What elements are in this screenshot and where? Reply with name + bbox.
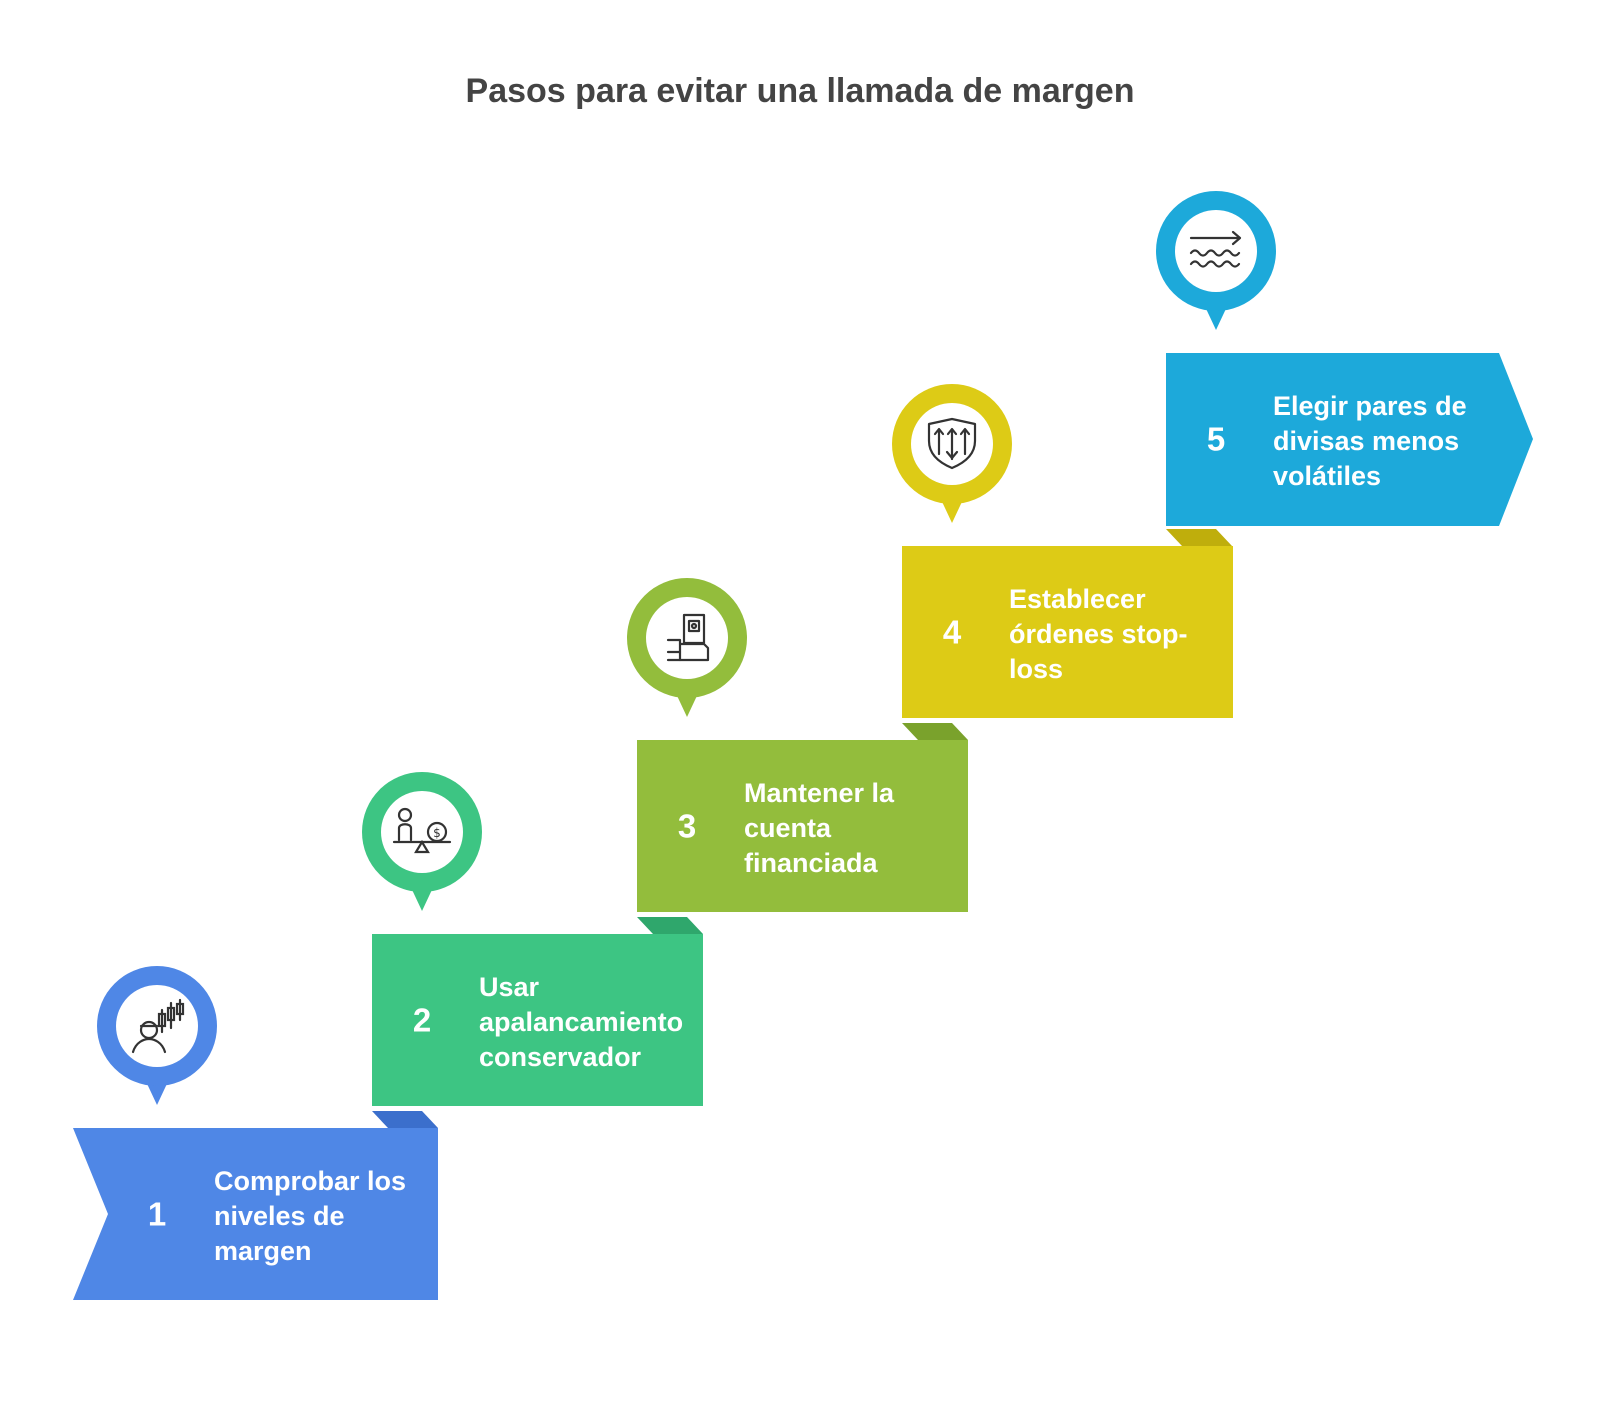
step-4-number: 4 [943,614,962,651]
step-5-marker [1156,191,1276,330]
step-3-block [637,740,968,912]
step-5: 5 Elegir pares de divisas menos volátile… [1156,191,1533,526]
step-3-pin-inner [646,597,728,679]
step-1-marker [97,966,217,1105]
connector-4-5 [1166,529,1232,546]
step-5-label: Elegir pares de divisas menos volátiles [1273,391,1474,491]
step-3-marker [627,578,747,717]
step-3-number: 3 [678,808,696,845]
step-5-block [1166,353,1533,526]
balance-scale-icon: $ [392,807,452,854]
step-2: 2 Usar apalancamiento conservador $ [362,772,703,1106]
connector-3-4 [902,723,968,740]
connector-2-3 [637,917,703,934]
step-1-label: Comprobar los niveles de margen [214,1166,414,1266]
step-2-label: Usar apalancamiento conservador [479,972,691,1072]
connector-1-2 [372,1111,438,1128]
trader-chart-icon [131,998,185,1054]
step-4: 4 Establecer órdenes stop- loss [892,384,1233,718]
shield-arrows-icon [927,417,977,470]
step-4-label: Establecer órdenes stop- loss [1009,584,1195,684]
waves-arrow-icon [1189,230,1242,268]
svg-text:$: $ [433,826,441,840]
step-5-number: 5 [1207,421,1225,458]
step-4-marker [892,384,1012,523]
step-2-pin-inner [381,791,463,873]
diagram-title: Pasos para evitar una llamada de margen [465,72,1135,110]
step-3: 3 Mantener la cuenta financiada [627,578,968,912]
step-2-marker: $ [362,772,482,911]
step-1-block [73,1128,438,1300]
step-1-number: 1 [148,1196,166,1233]
step-3-label: Mantener la cuenta financiada [744,778,902,878]
step-2-block [372,934,703,1106]
step-4-block [902,546,1233,718]
step-2-number: 2 [413,1002,431,1039]
step-5-pin-inner [1175,210,1257,292]
hand-money-icon [666,613,710,662]
step-1: 1 Comprobar los niveles de margen [73,966,438,1300]
